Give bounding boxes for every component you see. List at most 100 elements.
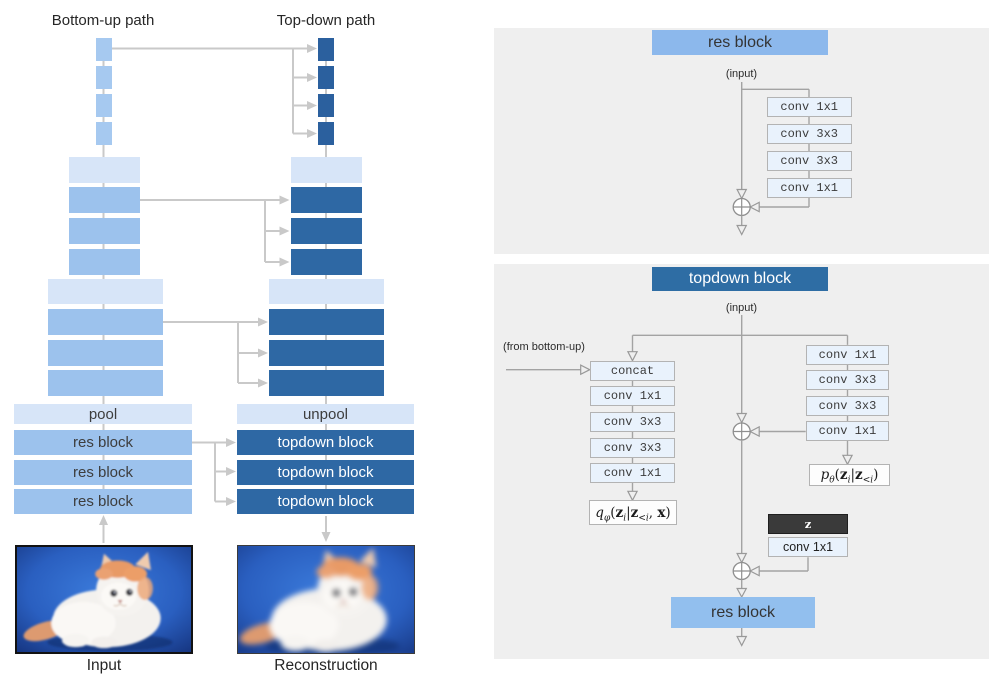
unpool-block: unpool: [237, 404, 414, 424]
res-conv-1x1-b: conv 1x1: [766, 178, 852, 198]
reconstruction-arrow: [321, 516, 331, 542]
input-arrow: [99, 515, 108, 543]
prior-distribution-box: pθ(zi|z<i): [809, 464, 890, 486]
topdown-l2-block-3: [269, 370, 384, 396]
pool-label: pool: [88, 405, 118, 423]
posterior-conv-1x1-a: conv 1x1: [590, 386, 675, 407]
bottomup-l2-pool-block: [48, 279, 163, 304]
res-block-detail-panel: res block (input) conv 1x1 conv 3x3 conv…: [494, 28, 989, 254]
res-conv-3x3-b: conv 3x3: [766, 151, 852, 171]
topdown-block-2: topdown block: [237, 459, 414, 485]
topdown-l3-block-1: [290, 187, 362, 213]
z-symbol: z: [615, 504, 624, 521]
posterior-conv-3x3-b: conv 3x3: [590, 437, 675, 458]
sum-node-2: [732, 561, 751, 581]
lt-i-subscript: <i: [862, 475, 874, 486]
topdown-l4-block-1: [318, 38, 334, 61]
bottomup-l4-block-2: [95, 66, 112, 89]
paren: ): [665, 504, 671, 521]
paren: (: [610, 504, 616, 521]
bottomup-l2-block-3: [48, 370, 163, 396]
reconstruction-caption: Reconstruction: [274, 657, 378, 674]
sum-node-1: [732, 422, 751, 441]
input-caption: Input: [86, 657, 122, 674]
res-block-input-label: (input): [725, 68, 758, 80]
pipe: |: [626, 504, 631, 521]
skip-arrows-level2: [163, 317, 268, 388]
res-conv-3x3-a: conv 3x3: [766, 124, 852, 144]
topdown-l3-unpool-block: [290, 157, 362, 183]
topdown-block-detail-panel: topdown block (input) (from bottom-up) c…: [494, 264, 989, 659]
lt-i-subscript: <i: [638, 513, 649, 524]
topdown-l3-block-3: [290, 249, 362, 275]
arrowhead-skip-into-sum: [748, 201, 760, 213]
posterior-conv-1x1-b: conv 1x1: [590, 462, 675, 483]
x-symbol: x: [657, 504, 666, 521]
reconstruction-image: [237, 545, 415, 654]
input-image: [15, 545, 193, 654]
prior-conv-1x1-a: conv 1x1: [805, 344, 890, 365]
z-symbol: z: [630, 504, 639, 521]
topdown-block-1-label: topdown block: [277, 434, 374, 451]
res-block-panel-wires: [732, 82, 810, 236]
z-symbol: z: [855, 467, 863, 484]
res-block-3: res block: [14, 489, 192, 514]
res-block-3-label: res block: [72, 493, 134, 510]
topdown-l2-unpool-block: [269, 279, 384, 304]
theta-subscript: θ: [829, 475, 835, 486]
skip-arrows-level3: [140, 195, 290, 267]
topdown-l3-block-2: [290, 218, 362, 244]
sum-node: [732, 197, 751, 217]
z-symbol: z: [839, 467, 848, 484]
topdown-l4-block-2: [318, 66, 334, 89]
concat-box: concat: [590, 360, 675, 381]
bottomup-l4-block-1: [95, 38, 112, 61]
res-block-panel-title: res block: [652, 30, 828, 55]
res-block-1-label: res block: [72, 434, 134, 451]
z-conv-1x1-box: conv 1x1: [768, 536, 848, 558]
topdown-input-label: (input): [725, 302, 758, 314]
bottomup-l3-pool-block: [69, 157, 140, 183]
bottomup-l4-block-3: [95, 94, 112, 117]
paren: ): [873, 467, 879, 484]
prior-conv-3x3-a: conv 3x3: [805, 370, 890, 391]
q-symbol: q: [595, 504, 604, 521]
arrowhead-output: [736, 224, 748, 236]
bottomup-l3-block-1: [69, 187, 140, 213]
left-diagram-wires: [99, 38, 331, 543]
topdown-l2-block-2: [269, 340, 384, 366]
top-down-path-title: Top-down path: [276, 12, 376, 29]
topdown-block-1: topdown block: [237, 430, 414, 455]
i-subscript: i: [847, 475, 851, 486]
topdown-l4-block-4: [318, 122, 334, 145]
topdown-block-2-label: topdown block: [277, 463, 374, 481]
bottomup-l2-block-2: [48, 340, 163, 366]
phi-subscript: φ: [603, 513, 611, 524]
topdown-res-block: res block: [671, 597, 815, 628]
arrowhead-into-sum: [736, 188, 748, 200]
res-conv-1x1-a: conv 1x1: [766, 97, 852, 117]
i-subscript: i: [623, 513, 627, 524]
prior-conv-1x1-b: conv 1x1: [805, 421, 890, 442]
encoder-decoder-overview: Bottom-up path Top-down path pool res bl…: [0, 0, 460, 681]
paren: (: [834, 467, 840, 484]
res-block-2: res block: [14, 459, 192, 485]
z-label: z: [804, 516, 812, 531]
prior-conv-3x3-b: conv 3x3: [805, 396, 890, 416]
skip-arrows-level1: [192, 438, 236, 506]
bottomup-l3-block-3: [69, 249, 140, 275]
pipe: |: [850, 467, 856, 484]
latent-z-box: z: [768, 514, 848, 534]
topdown-panel-title: topdown block: [652, 267, 828, 291]
bottomup-l2-block-1: [48, 309, 163, 335]
posterior-distribution-box: qφ(zi|z<i, x): [589, 500, 677, 525]
res-block-1: res block: [14, 430, 192, 455]
topdown-panel-wires: [506, 315, 854, 647]
topdown-l2-block-1: [269, 309, 384, 335]
res-block-2-label: res block: [72, 463, 134, 481]
unpool-label: unpool: [302, 405, 349, 423]
topdown-l4-block-3: [318, 94, 334, 117]
topdown-block-3: topdown block: [237, 489, 414, 514]
posterior-conv-3x3-a: conv 3x3: [590, 412, 675, 432]
